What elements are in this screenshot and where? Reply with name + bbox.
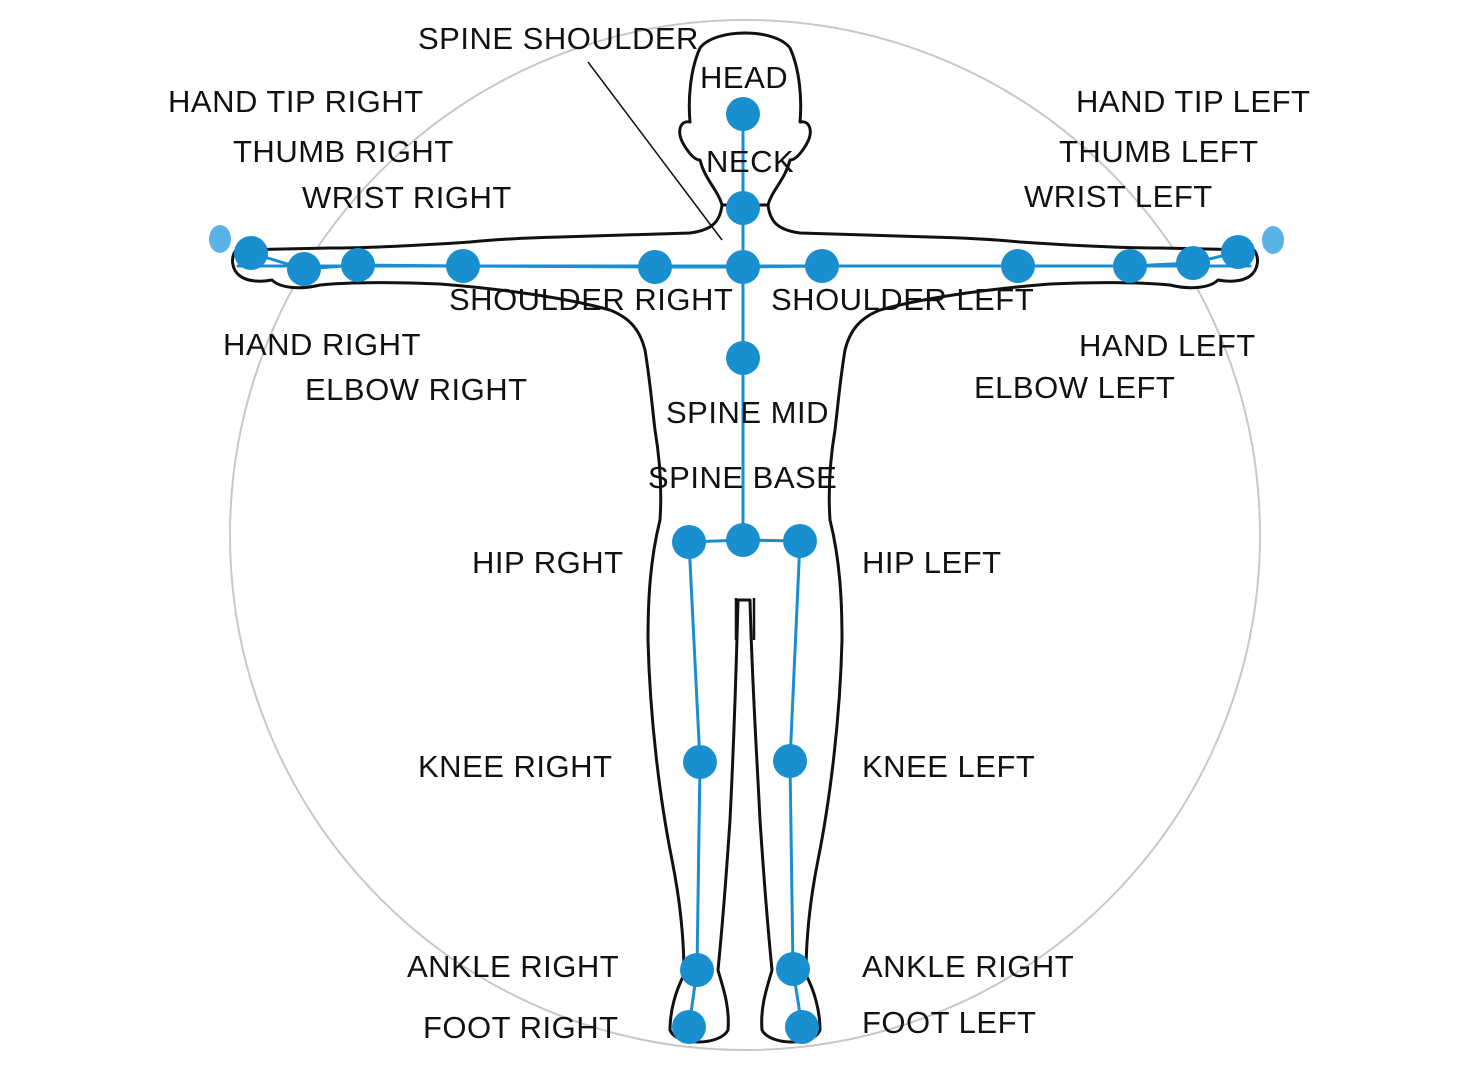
joint-hand-left bbox=[1176, 246, 1210, 280]
label-thumb-right: THUMB RIGHT bbox=[233, 134, 454, 169]
joint-ankle-left bbox=[776, 952, 810, 986]
label-spine-shoulder: SPINE SHOULDER bbox=[418, 21, 699, 56]
label-hand-tip-left: HAND TIP LEFT bbox=[1076, 84, 1310, 119]
label-hip-right: HIP RGHT bbox=[472, 545, 624, 580]
label-thumb-left: THUMB LEFT bbox=[1059, 134, 1259, 169]
joint-spine-mid bbox=[726, 341, 760, 375]
skeleton-joints bbox=[209, 97, 1284, 1044]
label-spine-mid: SPINE MID bbox=[666, 395, 829, 430]
joint-foot-right bbox=[672, 1010, 706, 1044]
joint-wrist-left bbox=[1113, 249, 1147, 283]
joint-hand-tip-left bbox=[1221, 235, 1255, 269]
joint-elbow-left bbox=[1001, 249, 1035, 283]
label-ankle-left: ANKLE RIGHT bbox=[862, 949, 1074, 984]
joint-head bbox=[726, 97, 760, 131]
joint-neck bbox=[726, 191, 760, 225]
label-hand-left: HAND LEFT bbox=[1079, 328, 1256, 363]
joint-ankle-right bbox=[680, 953, 714, 987]
label-shoulder-right: SHOULDER RIGHT bbox=[449, 282, 733, 317]
joint-hip-right bbox=[672, 525, 706, 559]
joint-shoulder-left bbox=[805, 249, 839, 283]
label-foot-right: FOOT RIGHT bbox=[423, 1010, 619, 1045]
bone-knee-right-to-ankle-right bbox=[695, 760, 702, 972]
label-head: HEAD bbox=[700, 60, 788, 95]
label-ankle-right: ANKLE RIGHT bbox=[407, 949, 619, 984]
label-hip-left: HIP LEFT bbox=[862, 545, 1002, 580]
label-elbow-right: ELBOW RIGHT bbox=[305, 372, 528, 407]
joint-thumb-left bbox=[1262, 226, 1284, 254]
joint-labels: SPINE SHOULDER HEAD NECK HAND TIP RIGHT … bbox=[168, 21, 1310, 1045]
joint-hip-left bbox=[783, 524, 817, 558]
joint-thumb-right bbox=[209, 225, 231, 253]
joint-shoulder-right bbox=[638, 250, 672, 284]
joint-hand-right bbox=[287, 252, 321, 286]
label-hand-tip-right: HAND TIP RIGHT bbox=[168, 84, 424, 119]
label-foot-left: FOOT LEFT bbox=[862, 1005, 1036, 1040]
label-shoulder-left: SHOULDER LEFT bbox=[771, 282, 1034, 317]
label-wrist-left: WRIST LEFT bbox=[1024, 179, 1213, 214]
joint-spine-shoulder bbox=[726, 250, 760, 284]
joint-knee-right bbox=[683, 745, 717, 779]
joint-hand-tip-right bbox=[234, 236, 268, 270]
label-knee-left: KNEE LEFT bbox=[862, 749, 1035, 784]
joint-foot-left bbox=[785, 1010, 819, 1044]
label-elbow-left: ELBOW LEFT bbox=[974, 370, 1175, 405]
bone-elbow-right-to-wrist-right bbox=[356, 263, 465, 268]
bone-hip-right-to-knee-right bbox=[687, 540, 702, 764]
label-hand-right: HAND RIGHT bbox=[223, 327, 421, 362]
label-neck: NECK bbox=[706, 144, 794, 179]
label-wrist-right: WRIST RIGHT bbox=[302, 180, 512, 215]
bone-knee-left-to-ankle-left bbox=[788, 759, 795, 971]
joint-wrist-right bbox=[341, 248, 375, 282]
spine-shoulder-leader-line bbox=[587, 61, 723, 241]
label-spine-base: SPINE BASE bbox=[648, 460, 837, 495]
label-knee-right: KNEE RIGHT bbox=[418, 749, 612, 784]
joint-spine-base bbox=[726, 523, 760, 557]
enclosing-circle bbox=[229, 19, 1261, 1051]
joint-knee-left bbox=[773, 744, 807, 778]
inner-leg-line bbox=[734, 598, 756, 640]
bone-hip-left-to-knee-left bbox=[788, 539, 802, 763]
joint-elbow-right bbox=[446, 249, 480, 283]
bone-shoulder-right-to-elbow-right bbox=[461, 264, 657, 269]
